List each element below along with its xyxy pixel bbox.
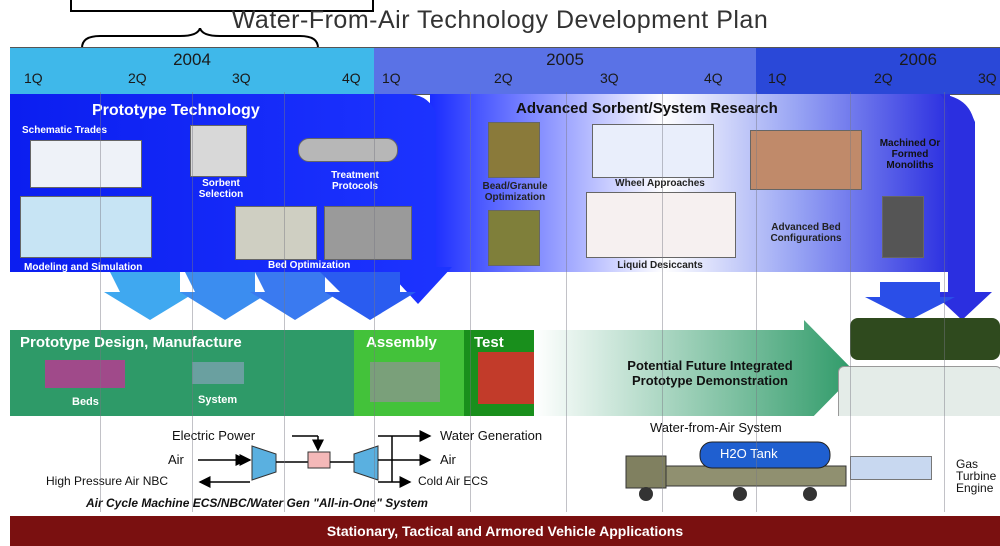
beds-label: Beds: [72, 396, 99, 408]
hp-air-nbc-label: High Pressure Air NBC: [46, 474, 169, 488]
wheel-approaches-label: Wheel Approaches: [615, 178, 705, 189]
quarter-label: 2Q: [128, 70, 147, 86]
year-label: 2004: [173, 50, 211, 69]
title-callout-box: [70, 0, 374, 12]
truck-image: [625, 441, 847, 501]
grid-line: [566, 92, 567, 512]
year-label: 2006: [899, 50, 937, 69]
year-band-2004: 2004 1Q 2Q 3Q 4Q: [10, 47, 374, 95]
schematic-thumbnail: [30, 140, 142, 188]
bed-thumbnail-1: [235, 206, 317, 260]
quarter-label: 2Q: [494, 70, 513, 86]
quarter-label: 1Q: [382, 70, 401, 86]
quarter-label: 2Q: [874, 70, 893, 86]
gas-turbine-label: Gas Turbine Engine: [956, 457, 997, 495]
quarter-label: 1Q: [768, 70, 787, 86]
treatment-protocols-label: Treatment Protocols: [331, 170, 379, 192]
quarter-label: 3Q: [600, 70, 619, 86]
acm-flow-diagram: [198, 430, 432, 488]
air-out-label: Air: [440, 452, 456, 467]
future-arrow: [534, 320, 856, 426]
bead-thumbnail-2: [488, 210, 540, 266]
cold-air-ecs-label: Cold Air ECS: [418, 474, 489, 488]
sorbent-selection-label: Sorbent Selection: [198, 178, 244, 200]
prototype-technology-heading: Prototype Technology: [92, 102, 260, 119]
quarter-label: 4Q: [342, 70, 361, 86]
schematic-trades-label: Schematic Trades: [22, 125, 108, 136]
bed-config-thumbnail: [882, 196, 924, 258]
electric-power-label: Electric Power: [172, 428, 256, 443]
water-system-unit: [850, 456, 932, 480]
advanced-bed-label: Advanced Bed Configurations: [770, 222, 842, 244]
system-image: [192, 362, 244, 384]
treatment-thumbnail: [298, 138, 398, 162]
grid-line: [662, 92, 663, 512]
year-label: 2005: [546, 50, 584, 69]
test-image: [478, 352, 534, 404]
quarter-label: 3Q: [978, 70, 997, 86]
modeling-simulation-label: Modeling and Simulation: [24, 262, 143, 273]
grid-line: [850, 92, 851, 512]
bed-optimization-label: Bed Optimization: [268, 260, 351, 271]
sorbent-thumbnail: [190, 125, 247, 177]
grid-line: [756, 92, 757, 512]
water-generation-label: Water Generation: [440, 428, 543, 443]
assembly-image: [370, 362, 440, 402]
advanced-research-heading: Advanced Sorbent/System Research: [516, 100, 778, 117]
acm-caption: Air Cycle Machine ECS/NBC/Water Gen "All…: [86, 496, 428, 510]
grid-line: [944, 92, 945, 512]
grid-line: [100, 92, 101, 512]
year-band-2006: 2006 1Q 2Q 3Q: [756, 47, 1000, 95]
tactical-vehicle-image: [850, 318, 1000, 360]
future-demo-label: Potential Future Integrated Prototype De…: [627, 358, 793, 388]
grid-line: [374, 92, 375, 512]
brace-2004: [81, 28, 319, 49]
assembly-label: Assembly: [366, 334, 437, 351]
quarter-label: 3Q: [232, 70, 251, 86]
test-label: Test: [474, 334, 504, 351]
grid-line: [284, 92, 285, 512]
grid-line: [470, 92, 471, 512]
liquid-desiccants-label: Liquid Desiccants: [617, 260, 703, 271]
quarter-label: 1Q: [24, 70, 43, 86]
prototype-design-heading: Prototype Design, Manufacture: [20, 334, 242, 351]
liquid-desiccant-thumbnail: [586, 192, 736, 258]
h2o-tank-label: H2O Tank: [720, 446, 778, 461]
modeling-thumbnail: [20, 196, 152, 258]
applications-banner: Stationary, Tactical and Armored Vehicle…: [10, 516, 1000, 546]
beds-image: [45, 360, 125, 388]
air-in-label: Air: [168, 452, 184, 467]
page-title: Water-From-Air Technology Development Pl…: [231, 6, 769, 34]
year-band-2005: 2005 1Q 2Q 3Q 4Q: [374, 47, 756, 95]
monolith-thumbnail: [750, 130, 862, 190]
water-system-label: Water-from-Air System: [650, 420, 782, 435]
quarter-label: 4Q: [704, 70, 723, 86]
machined-monoliths-label: Machined Or Formed Monoliths: [879, 138, 941, 171]
bead-thumbnail-1: [488, 122, 540, 178]
wheel-thumbnail: [592, 124, 714, 178]
bead-granule-label: Bead/Granule Optimization: [482, 181, 548, 203]
bed-thumbnail-2: [324, 206, 412, 260]
grid-line: [192, 92, 193, 512]
system-label: System: [198, 394, 238, 406]
